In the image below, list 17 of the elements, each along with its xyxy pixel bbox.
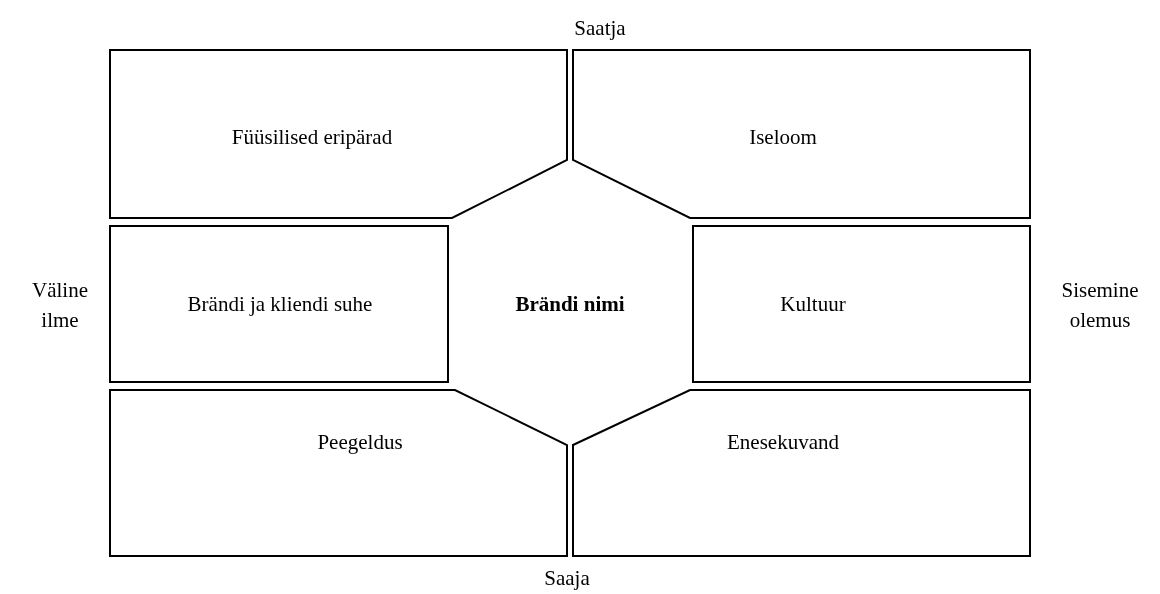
segment-label: Iseloom xyxy=(749,124,817,150)
segment-label: Brändi ja kliendi suhe xyxy=(187,291,373,317)
center-label: Brändi nimi xyxy=(515,291,625,317)
segment-label: Kultuur xyxy=(780,291,846,317)
segment-box xyxy=(110,390,567,556)
segment-label: Peegeldus xyxy=(317,429,403,455)
segment-box xyxy=(573,50,1030,218)
segment-label: Füüsilised eripärad xyxy=(231,124,393,150)
segment-box xyxy=(110,50,567,218)
axis-label: Väline ilme xyxy=(31,276,89,334)
axis-label: Sisemine olemus xyxy=(1060,276,1140,334)
segment-label: Enesekuvand xyxy=(727,429,839,455)
segment-box xyxy=(573,390,1030,556)
segment-box xyxy=(693,226,1030,382)
axis-label: Saaja xyxy=(544,564,590,592)
segment-box xyxy=(110,226,448,382)
axis-label: Saatja xyxy=(574,14,626,42)
